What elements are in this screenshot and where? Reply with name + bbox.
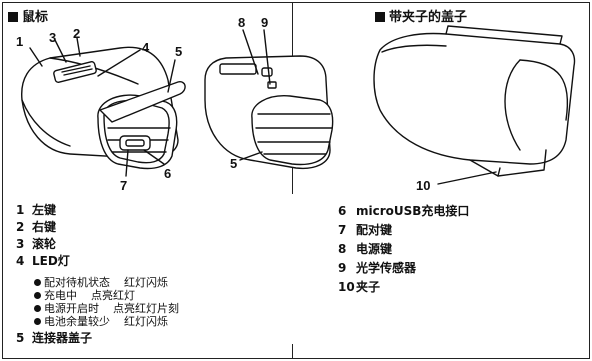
mouse-section-title: 鼠标 xyxy=(8,6,48,25)
callout-1: 1 xyxy=(16,34,24,49)
callout-5: 5 xyxy=(175,44,183,59)
mouse-front-illustration xyxy=(21,46,186,170)
callout-10: 10 xyxy=(416,178,431,193)
callout-4: 4 xyxy=(142,40,150,55)
led-state-item: 充电中点亮红灯 xyxy=(34,289,179,302)
led-state-list: 配对待机状态红灯闪烁 充电中点亮红灯 电源开启时点亮红灯片刻 电池余量较少红灯闪… xyxy=(34,276,179,328)
callout-6: 6 xyxy=(164,166,172,181)
led-state-item: 配对待机状态红灯闪烁 xyxy=(34,276,179,289)
led-state-item: 电源开启时点亮红灯片刻 xyxy=(34,302,179,315)
callout-2: 2 xyxy=(73,26,81,41)
legend-item-10: 10夹子 xyxy=(338,280,381,294)
callout-8: 8 xyxy=(238,15,246,30)
bullet-dot-icon xyxy=(34,305,41,312)
cap-with-clip-illustration xyxy=(373,25,576,177)
cap-section-title: 带夹子的盖子 xyxy=(375,6,467,25)
bottom-divider xyxy=(292,344,293,359)
square-bullet-icon xyxy=(8,12,18,22)
led-state-item: 电池余量较少红灯闪烁 xyxy=(34,315,179,328)
square-bullet-icon xyxy=(375,12,385,22)
mouse-bottom-illustration xyxy=(204,55,334,170)
callout-3: 3 xyxy=(49,30,57,45)
callout-9: 9 xyxy=(261,15,269,30)
callout-5b: 5 xyxy=(230,156,238,171)
bullet-dot-icon xyxy=(34,279,41,286)
callout-7: 7 xyxy=(120,178,128,193)
bullet-dot-icon xyxy=(34,292,41,299)
bullet-dot-icon xyxy=(34,318,41,325)
